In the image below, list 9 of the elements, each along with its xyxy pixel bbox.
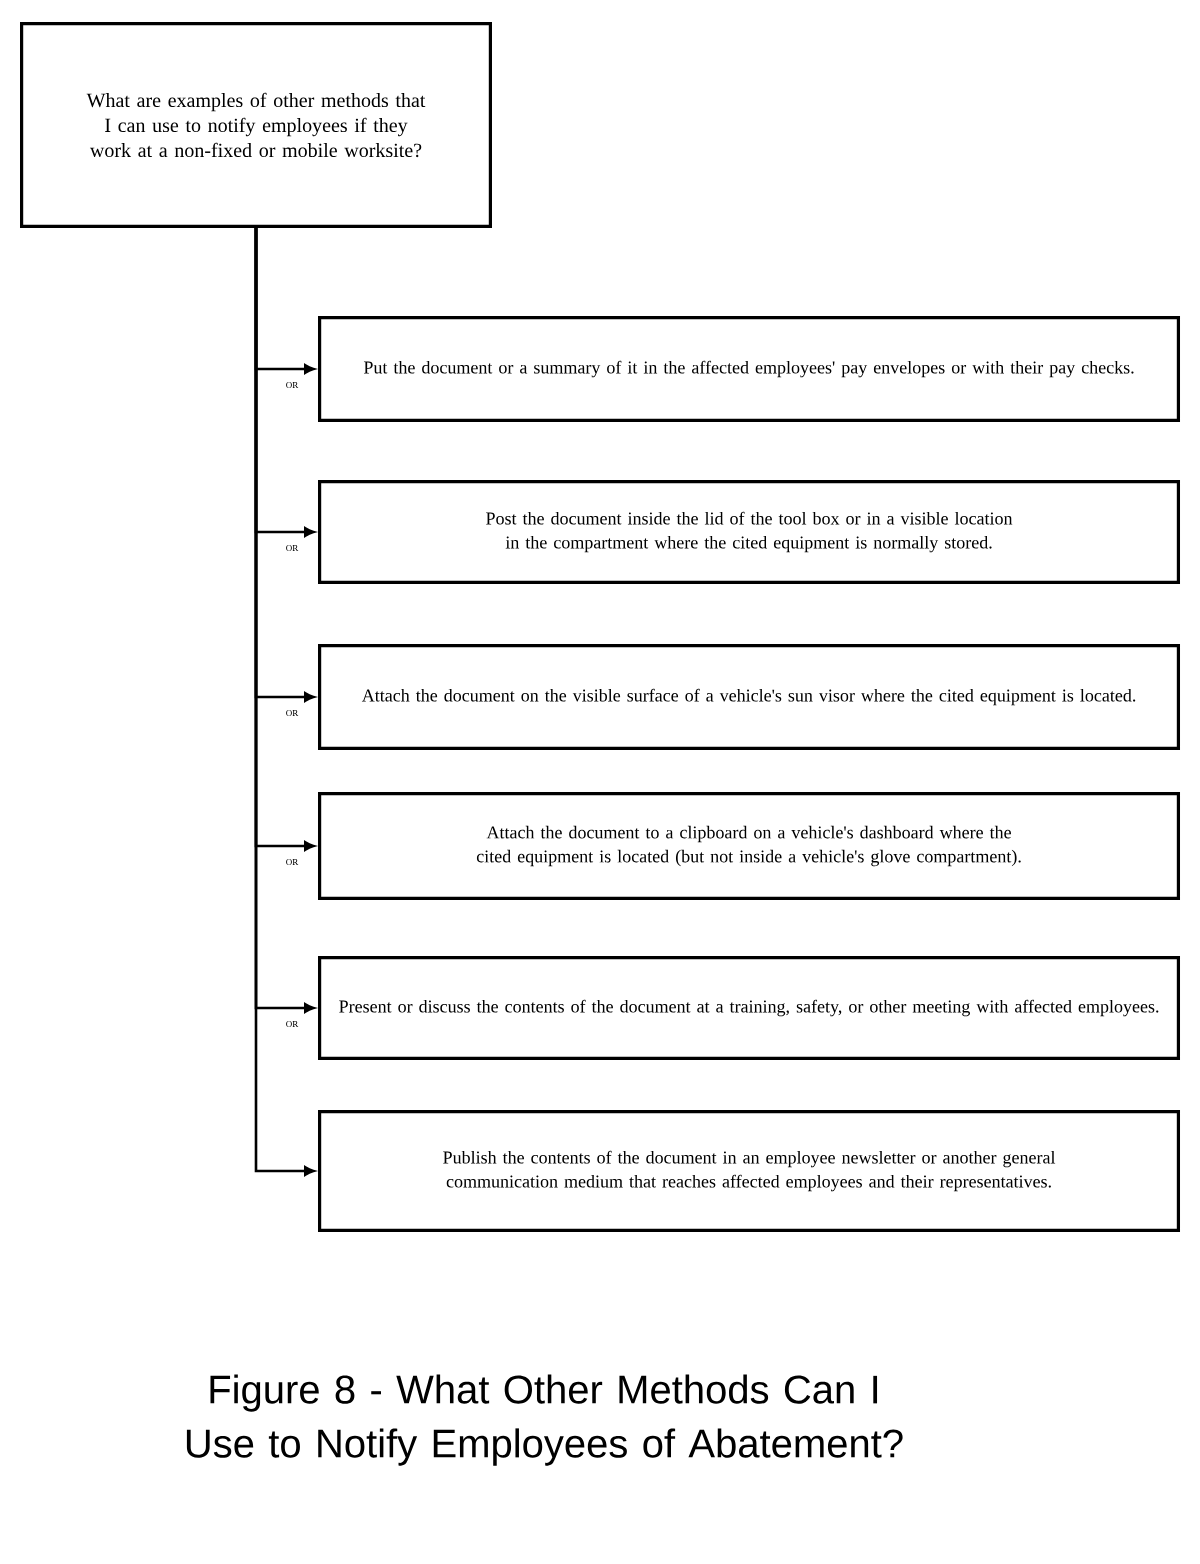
method-box: Present or discuss the contents of the document at a training, safety, or other meeting with affected employees. <box>318 956 1180 1060</box>
method-box: Put the document or a summary of it in the affected employees' pay envelopes or with their pay checks. <box>318 316 1180 422</box>
connector-arrow <box>254 228 315 1176</box>
figure-caption: Figure 8 - What Other Methods Can I Use to Notify Employees of Abatement? <box>186 1374 903 1466</box>
method-box: Attach the document on the visible surface of a vehicle's sun visor where the cited equipment is located. <box>318 644 1180 750</box>
method-box: Publish the contents of the document in an employee newsletter or another general communication medium that reaches affected employees and their representatives. <box>318 1110 1180 1232</box>
method-box: Post the document inside the lid of the tool box or in a visible location in the compartment where the cited equipment is normally stored. <box>318 480 1180 584</box>
question-box: What are examples of other methods that I can use to notify employees if they work at a non-fixed or mobile worksite? <box>20 22 492 228</box>
method-box: Attach the document to a clipboard on a vehicle's dashboard where the cited equipment is located (but not inside a vehicle's glove compartment). <box>318 792 1180 900</box>
